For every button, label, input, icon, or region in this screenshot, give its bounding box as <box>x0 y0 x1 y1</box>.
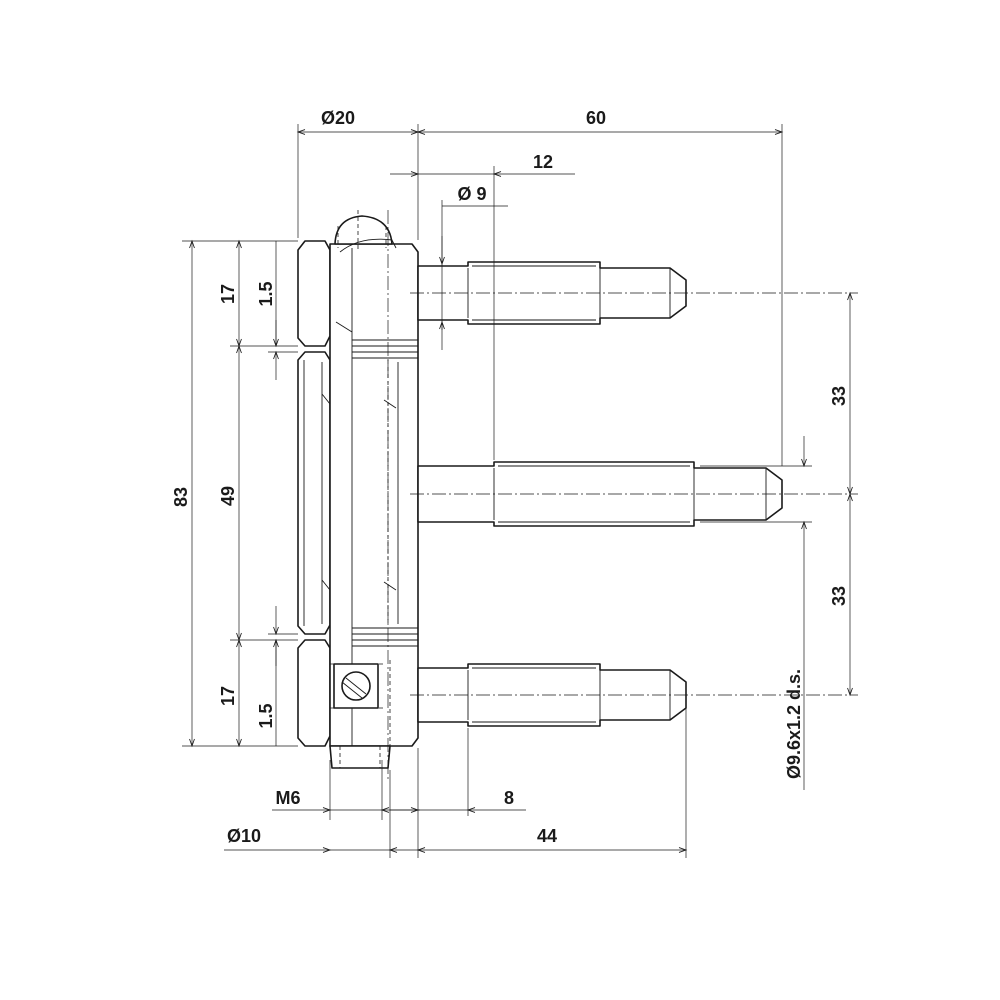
hinge-leaf-plate <box>297 240 331 747</box>
dim-33-bottom-label: 33 <box>829 586 849 606</box>
dim-49-label: 49 <box>218 486 238 506</box>
dim-dia10-label: Ø10 <box>227 826 261 846</box>
dimension-labels: Ø20 60 12 Ø 9 83 17 49 17 1.5 1.5 33 33 … <box>171 108 849 846</box>
dim-m6-label: M6 <box>275 788 300 808</box>
adjustment-screw <box>330 663 384 709</box>
dim-17-bottom-label: 17 <box>218 686 238 706</box>
dim-17-top-label: 17 <box>218 284 238 304</box>
dim-12-label: 12 <box>533 152 553 172</box>
dim-8-label: 8 <box>504 788 514 808</box>
dim-33-top-label: 33 <box>829 386 849 406</box>
dim-60-label: 60 <box>586 108 606 128</box>
center-lines <box>387 210 858 780</box>
dimension-lines <box>182 124 853 858</box>
dim-44-label: 44 <box>537 826 557 846</box>
dim-thread-label: Ø9.6x1.2 d.s. <box>784 669 804 779</box>
dim-dia20-label: Ø20 <box>321 108 355 128</box>
dim-dia9-label: Ø 9 <box>457 184 486 204</box>
dim-1-5-top-label: 1.5 <box>256 281 276 306</box>
dim-1-5-bottom-label: 1.5 <box>256 703 276 728</box>
dim-83-label: 83 <box>171 487 191 507</box>
